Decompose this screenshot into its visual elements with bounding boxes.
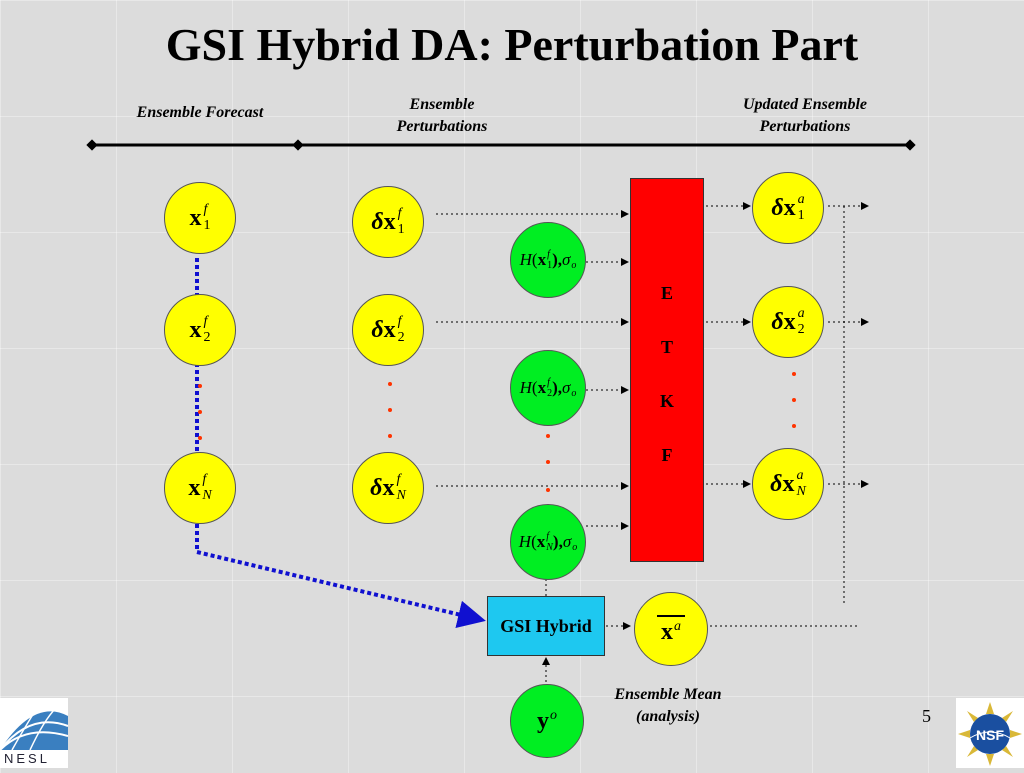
timeline-marker-end [904, 139, 916, 151]
etkf-letter-f: F [661, 445, 673, 465]
analysis-caption: Ensemble Mean (analysis) [614, 686, 722, 725]
timeline-marker-mid [292, 139, 304, 151]
etkf-letter-k: K [659, 391, 674, 411]
ellipsis-dot [388, 434, 392, 438]
nsf-logo: NSF [956, 698, 1024, 768]
ellipsis-dot [792, 398, 796, 402]
blue-ensemble-to-gsi-arrow [195, 258, 486, 629]
ellipsis-dot [198, 436, 202, 440]
ellipsis-dot [388, 382, 392, 386]
etkf-box: E T K F [630, 178, 704, 562]
page-number: 5 [922, 706, 931, 726]
nesl-logo-text: NESL [4, 751, 50, 766]
timeline-marker-start [86, 139, 98, 151]
ellipsis-dot [546, 460, 550, 464]
header-ensemble-forecast: Ensemble Forecast [136, 104, 264, 121]
ellipsis-dot [388, 408, 392, 412]
ellipsis-dot [198, 410, 202, 414]
nsf-logo-text: NSF [976, 727, 1004, 743]
ellipsis-dot [198, 384, 202, 388]
slide-title: GSI Hybrid DA: Perturbation Part [165, 19, 859, 70]
etkf-letter-t: T [660, 337, 673, 357]
header-updated-ensemble-perturbations: Updated Ensemble Perturbations [743, 96, 867, 135]
nesl-globe-icon [0, 698, 68, 750]
ellipsis-dot [792, 424, 796, 428]
header-ensemble-perturbations: Ensemble Perturbations [396, 96, 488, 135]
nesl-logo: NESL [0, 698, 68, 768]
ellipsis-dot [546, 488, 550, 492]
ellipsis-dot [792, 372, 796, 376]
nsf-globe-icon: NSF [958, 702, 1022, 766]
ellipsis-dot [546, 434, 550, 438]
gsi-hybrid-box: GSI Hybrid [487, 596, 605, 656]
etkf-letter-e: E [660, 283, 673, 303]
overbar [657, 614, 685, 617]
